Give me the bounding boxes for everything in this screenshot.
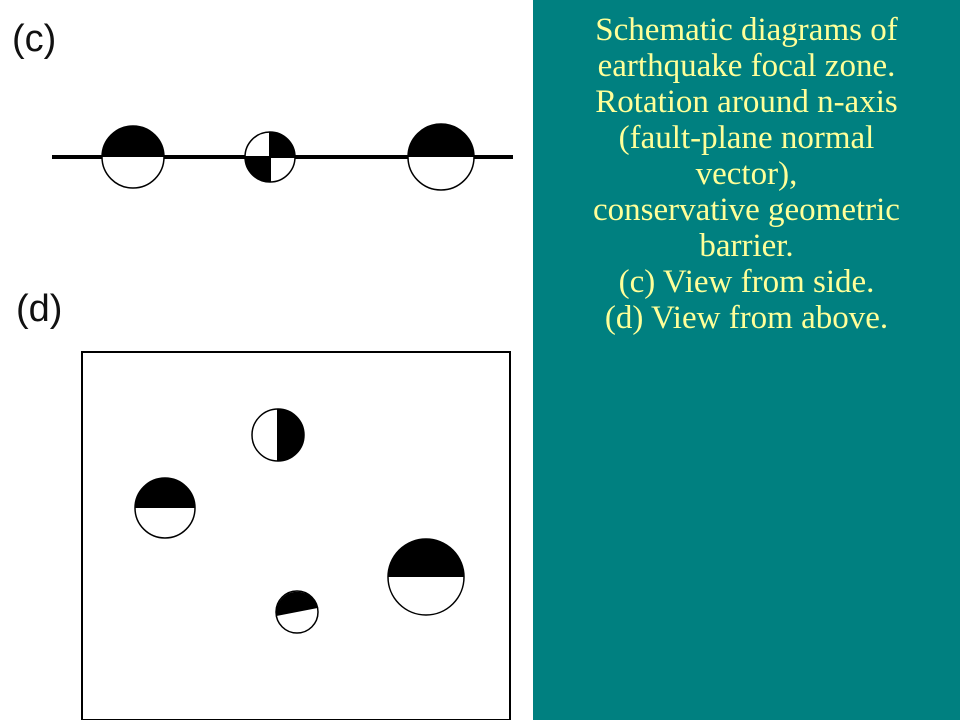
caption-line: (d) View from above. [604, 300, 889, 336]
side-beachball-right [407, 123, 475, 191]
caption-line: (c) View from side. [618, 264, 875, 300]
caption-line: earthquake focal zone. [597, 48, 896, 84]
map-beachball-top [251, 408, 305, 462]
map-beachball-bottom [275, 590, 319, 634]
caption-line: conservative geometric [593, 192, 900, 228]
caption-line: (fault-plane normal [618, 120, 875, 156]
side-beachball-center [244, 131, 296, 183]
panel-label-c: (c) [12, 18, 57, 60]
map-beachball-right [387, 538, 465, 616]
side-beachball-left [101, 125, 165, 189]
map-beachball-left [134, 477, 196, 539]
focal-mechanism-diagram [52, 123, 513, 720]
caption-line: Schematic diagrams of [595, 12, 898, 48]
caption-text: Schematic diagrams of earthquake focal z… [533, 12, 960, 336]
figure-area: (c) (d) [12, 18, 513, 720]
caption-line: Rotation around n-axis [595, 84, 898, 120]
panel-label-d: (d) [16, 288, 63, 330]
map-view-frame [81, 351, 511, 720]
caption-panel: Schematic diagrams of earthquake focal z… [533, 0, 960, 720]
caption-line: vector), [695, 156, 798, 192]
caption-line: barrier. [699, 228, 794, 264]
